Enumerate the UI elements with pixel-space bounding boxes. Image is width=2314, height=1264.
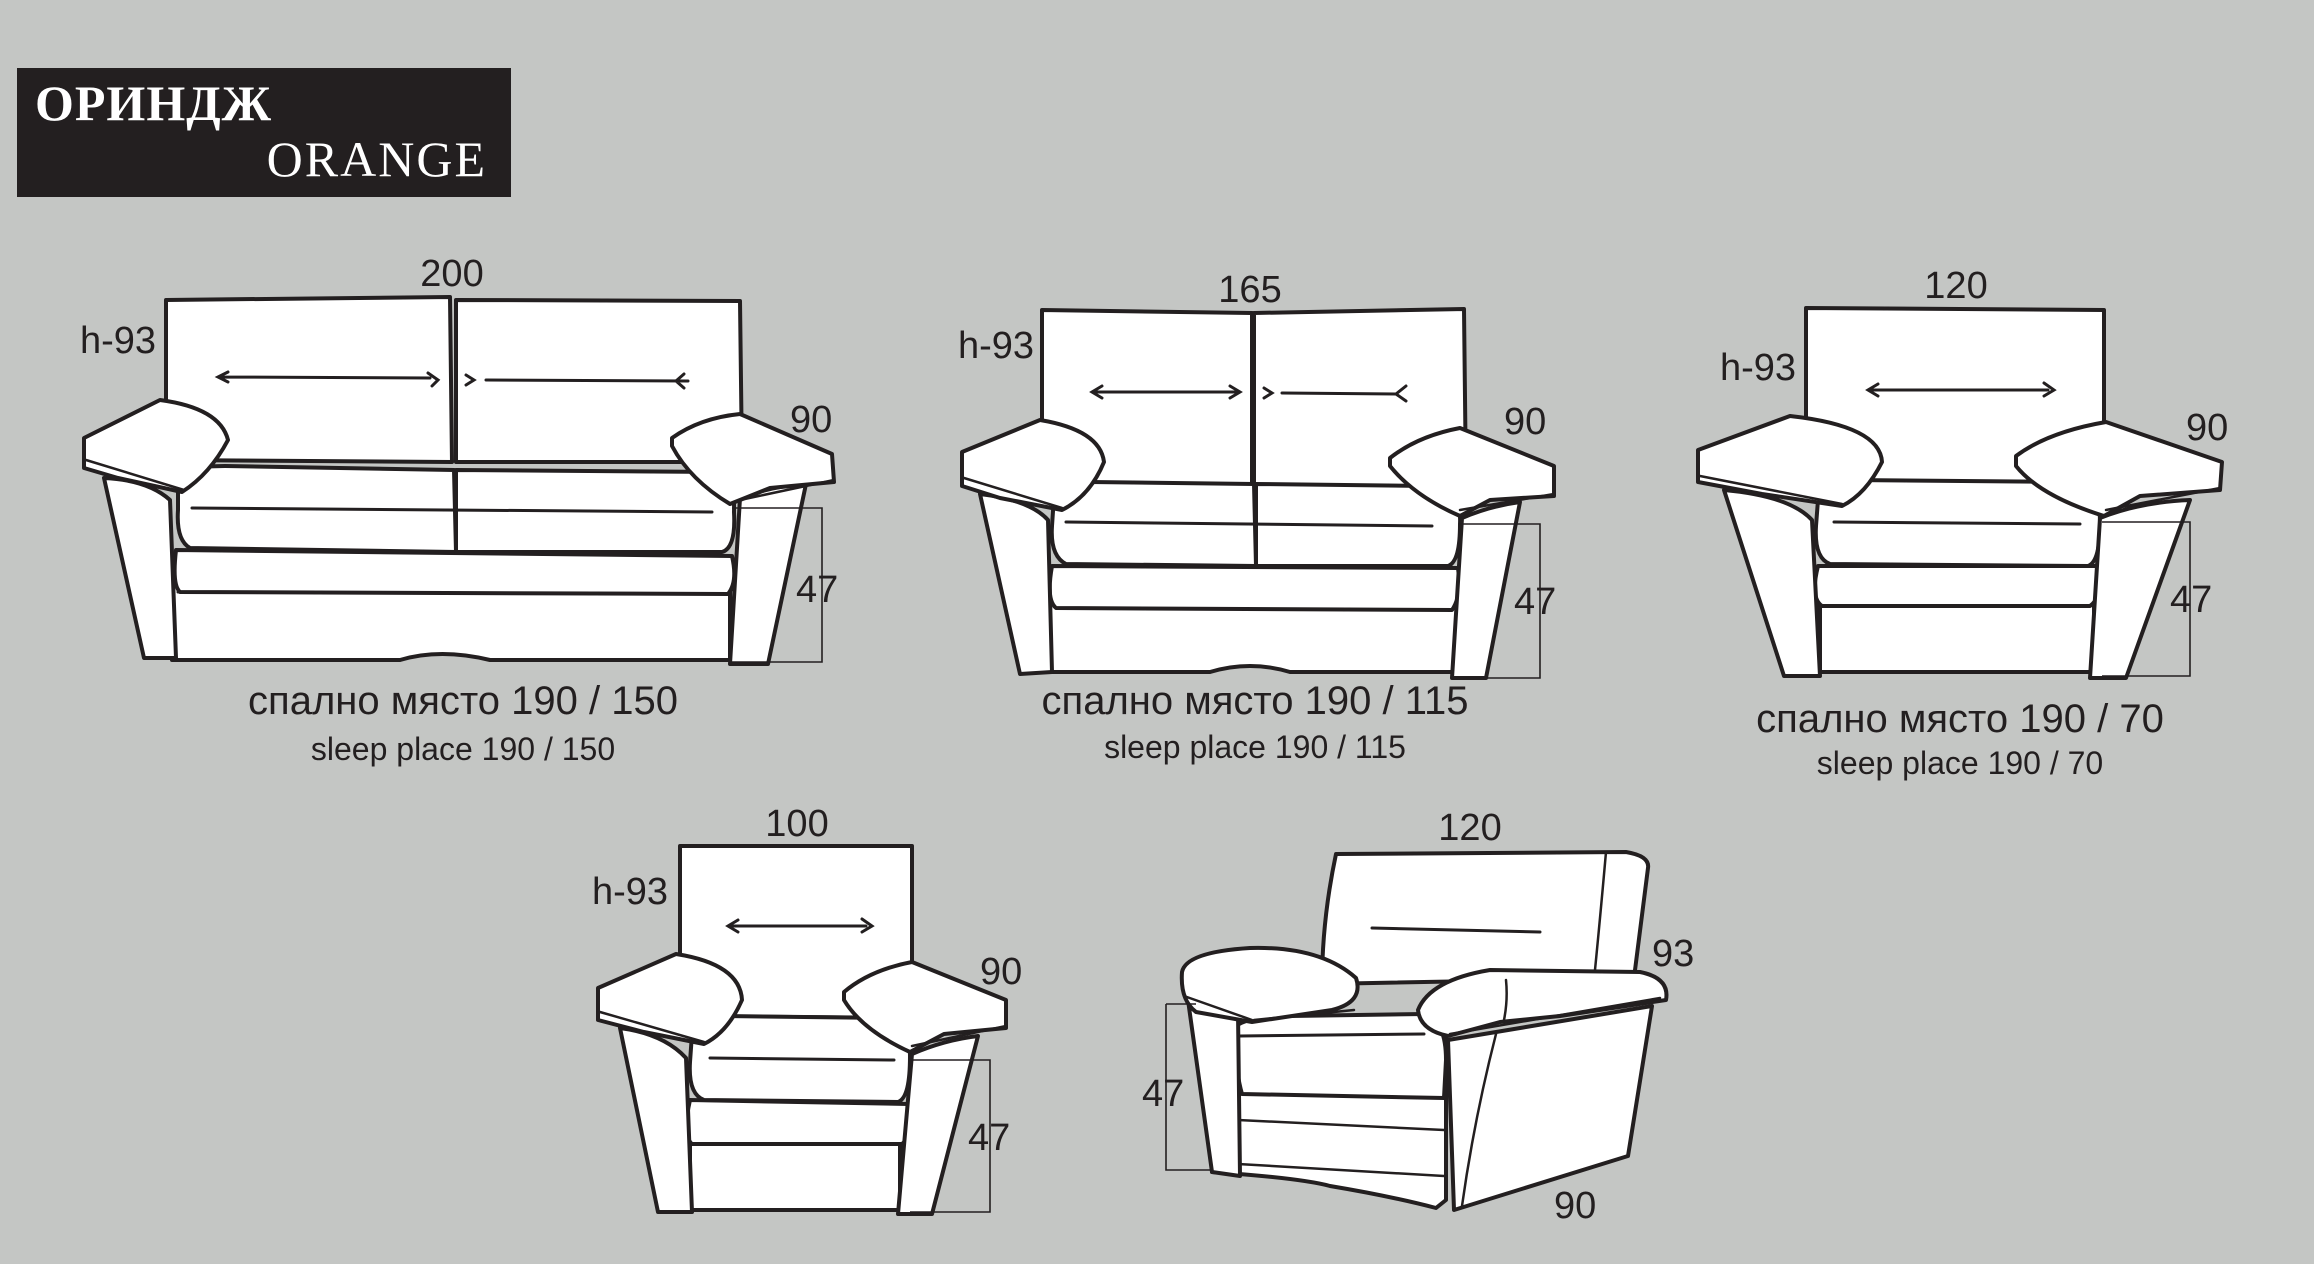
sofa-200-depth-label: 90	[790, 399, 832, 441]
sofa-165-seat-front	[1047, 564, 1462, 612]
sofa-200-right-arm	[670, 412, 836, 506]
armchair-100-left-side	[618, 1026, 694, 1214]
chair-120-left-side	[1722, 488, 1822, 678]
armchair-120-right-side	[1446, 1004, 1654, 1212]
chair-120-height-label: h-93	[1720, 347, 1796, 389]
sofa-165-height-label: h-93	[958, 325, 1034, 367]
sofa-200-caption-bg: спално място 190 / 150	[248, 679, 678, 723]
chair-120-seat-label: 47	[2170, 579, 2212, 621]
sofa-165-seat-label: 47	[1514, 581, 1556, 623]
sofa-165-drawing	[960, 307, 1556, 680]
sofa-200-base	[170, 578, 732, 662]
chair-120-caption-en: sleep place 190 / 70	[1817, 745, 2103, 781]
title-english: ORANGE	[266, 131, 487, 187]
chair-120-drawing	[1696, 306, 2224, 680]
sofa-200-left-side	[102, 476, 178, 660]
armchair-100-height-label: h-93	[592, 871, 668, 913]
chair-120-right-arm	[2014, 420, 2224, 518]
chair-120-depth-label: 90	[2186, 407, 2228, 449]
armchair-120-height-label: 93	[1652, 933, 1694, 975]
armchair-100-seat-front	[684, 1098, 912, 1146]
armchair-120-drawing	[1165, 850, 1669, 1212]
sofa-200-caption-en: sleep place 190 / 150	[311, 731, 615, 767]
armchair-120-left-side	[1186, 998, 1242, 1178]
sofa-200-right-side	[728, 482, 808, 666]
sofa-165-base	[1048, 596, 1460, 674]
sofa-200-drawing	[82, 295, 836, 666]
armchair-100-right-arm	[842, 960, 1008, 1054]
armchair-100-width-label: 100	[765, 803, 828, 845]
armchair-100-seat-label: 47	[968, 1117, 1010, 1159]
sofa-165-right-side	[1450, 500, 1522, 680]
sofa-200-width-label: 200	[420, 253, 483, 295]
sofa-165-left-side	[978, 492, 1054, 676]
armchair-100-depth-label: 90	[980, 951, 1022, 993]
armchair-120-right-arm	[1416, 968, 1669, 1038]
armchair-120-depth-label: 90	[1554, 1185, 1596, 1227]
chair-120-width-label: 120	[1924, 265, 1987, 307]
sofa-200-seat-front	[172, 548, 737, 596]
sofa-165-caption-bg: спално място 190 / 115	[1042, 679, 1469, 723]
armchair-120-width-label: 120	[1438, 807, 1501, 849]
sofa-200-height-label: h-93	[80, 320, 156, 362]
armchair-120-left-arm	[1179, 945, 1360, 1024]
sofa-165-caption-en: sleep place 190 / 115	[1104, 729, 1406, 765]
armchair-120-seat	[1233, 1012, 1448, 1100]
sofa-165-depth-label: 90	[1504, 401, 1546, 443]
chair-120-seat-front	[1812, 564, 2102, 608]
armchair-100-right-side	[896, 1034, 980, 1216]
sofa-165-right-arm	[1388, 426, 1556, 518]
sofa-200-seat-label: 47	[796, 569, 838, 611]
armchair-100-drawing	[596, 844, 1008, 1216]
chair-120-caption-bg: спално място 190 / 70	[1756, 697, 2164, 741]
title-box: ОРИНДЖ ORANGE	[17, 68, 511, 197]
sofa-165-width-label: 165	[1218, 269, 1281, 311]
title-bulgarian: ОРИНДЖ	[35, 75, 273, 131]
armchair-120-seat-label: 47	[1142, 1073, 1184, 1115]
